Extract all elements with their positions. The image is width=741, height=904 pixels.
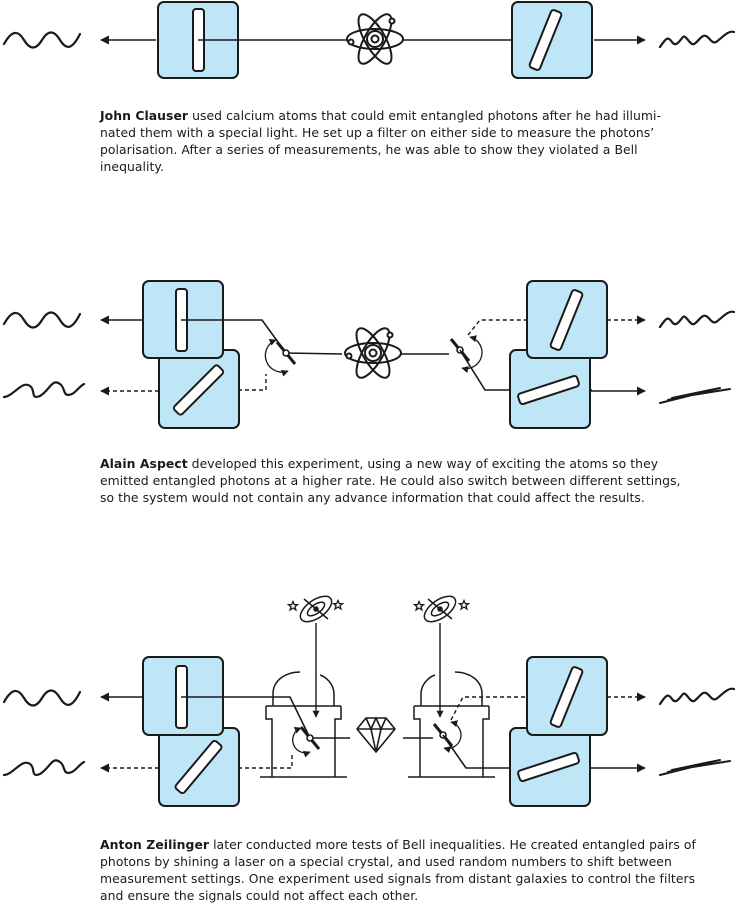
star-icon [287, 600, 299, 611]
star-icon [332, 599, 344, 610]
panel-zeilinger [2, 590, 736, 807]
panel-clauser [2, 1, 736, 79]
atom-icon [344, 322, 402, 384]
caption-clauser: John Clauser used calcium atoms that cou… [100, 108, 662, 174]
caption-aspect: Alain Aspect developed this experiment, … [100, 456, 681, 505]
crystal-icon [356, 717, 396, 753]
random-setting-housing [260, 671, 347, 778]
random-setting-housing [408, 671, 495, 778]
scientist-name: Alain Aspect [100, 456, 188, 471]
panel-aspect [2, 280, 736, 429]
star-icon [413, 600, 425, 611]
star-icon [458, 599, 470, 610]
galaxy-icon [419, 590, 461, 628]
photon-wave-icon [658, 310, 736, 329]
photon-wave-icon [658, 30, 736, 49]
atom-icon [346, 8, 404, 70]
caption-zeilinger: Anton Zeilinger later conducted more tes… [100, 837, 696, 903]
photon-wave-icon [2, 689, 82, 707]
photon-wave-icon [2, 759, 86, 777]
galaxy-icon [295, 590, 337, 628]
photon-wave-icon [658, 687, 736, 706]
photon-wave-icon [659, 759, 731, 776]
photon-wave-icon [2, 31, 82, 49]
photon-wave-icon [2, 381, 86, 399]
photon-wave-icon [659, 387, 731, 404]
scientist-name: Anton Zeilinger [100, 837, 210, 852]
photon-wave-icon [2, 311, 82, 329]
scientist-name: John Clauser [100, 108, 189, 123]
